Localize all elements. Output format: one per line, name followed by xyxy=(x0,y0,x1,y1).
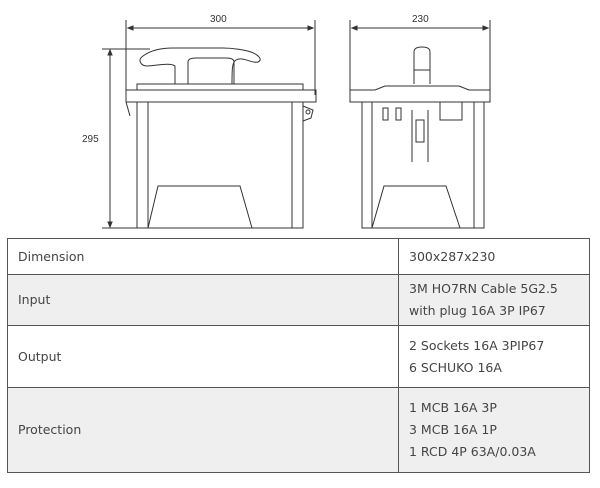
spec-value-line: 2 Sockets 16A 3PIP67 xyxy=(409,337,545,353)
spec-value-line: 1 MCB 16A 3P xyxy=(409,400,497,415)
table-row: Output 2 Sockets 16A 3PIP67 6 SCHUKO 16A xyxy=(7,325,590,388)
spec-value: 2 Sockets 16A 3PIP67 6 SCHUKO 16A xyxy=(398,325,590,388)
table-row: Input 3M HO7RN Cable 5G2.5 with plug 16A … xyxy=(7,274,590,326)
side-view: 230 xyxy=(349,14,491,229)
spec-value-line: 6 SCHUKO 16A xyxy=(409,359,502,375)
handle xyxy=(139,47,261,85)
spec-value-line: 1 RCD 4P 63A/0.03A xyxy=(409,444,536,459)
width-label: 300 xyxy=(210,14,227,25)
spec-value: 300x287x230 xyxy=(398,238,590,275)
spec-value-line: 3 MCB 16A 1P xyxy=(409,422,497,437)
leg-arch xyxy=(147,185,253,229)
spec-value-line: with plug 16A 3P IP67 xyxy=(409,303,546,318)
spec-label: Output xyxy=(7,325,399,388)
spec-label: Input xyxy=(7,274,399,326)
spec-label: Dimension xyxy=(7,238,399,275)
beacon xyxy=(413,46,431,84)
spec-value: 3M HO7RN Cable 5G2.5 with plug 16A 3P IP6… xyxy=(398,274,590,326)
table-row: Dimension 300x287x230 xyxy=(7,238,590,275)
depth-label: 230 xyxy=(412,14,429,25)
table-row: Protection 1 MCB 16A 3P 3 MCB 16A 1P 1 RCD… xyxy=(7,387,590,473)
spec-value-line: 300x287x230 xyxy=(409,248,496,264)
spec-table: Dimension 300x287x230 Input 3M HO7RN Cab… xyxy=(7,238,590,473)
spec-value-line: 3M HO7RN Cable 5G2.5 xyxy=(409,281,558,296)
spec-value: 1 MCB 16A 3P 3 MCB 16A 1P 1 RCD 4P 63A/0.0… xyxy=(398,387,590,473)
spec-label: Protection xyxy=(7,387,399,473)
front-view: 300 295 xyxy=(82,14,317,229)
technical-drawing: 300 295 230 xyxy=(82,14,491,229)
height-label: 295 xyxy=(82,134,99,145)
